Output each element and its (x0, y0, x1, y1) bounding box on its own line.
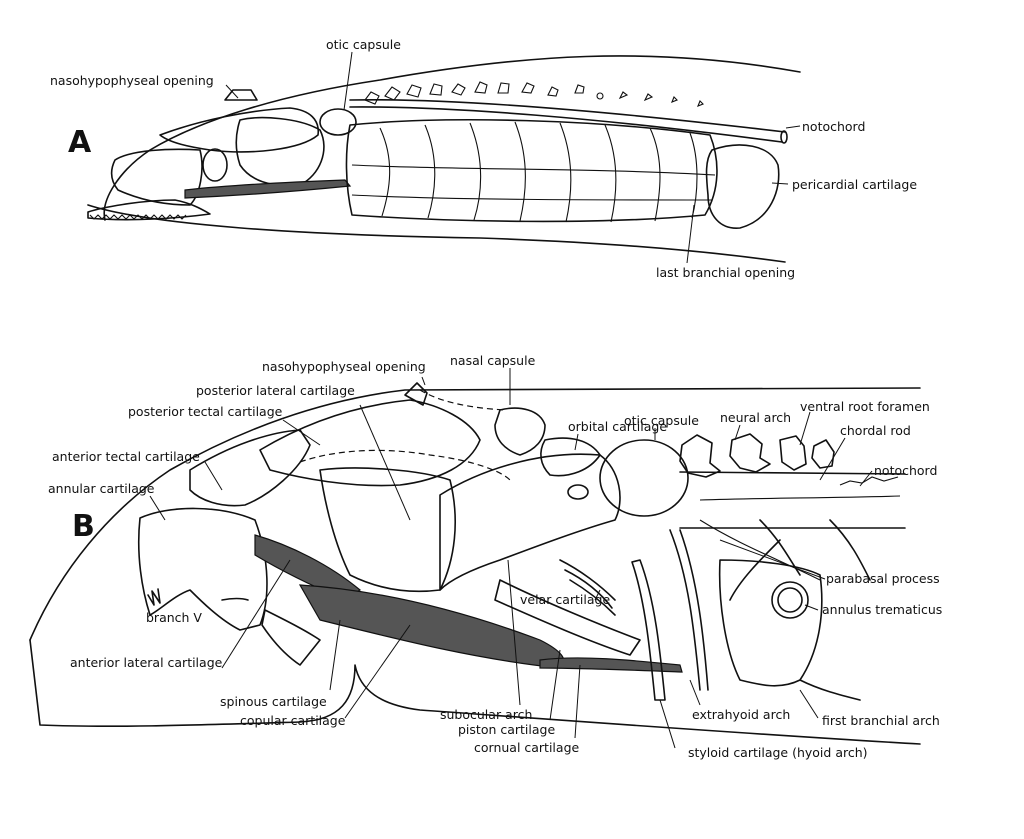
a-tectal-cartilages (159, 107, 319, 153)
b-label-branch-v: branch V (146, 610, 202, 625)
b-label-nasal-capsule: nasal capsule (450, 353, 536, 368)
b-copular-cartilage (298, 584, 565, 669)
b-branch-v (221, 597, 249, 601)
b-ventral-outline (29, 639, 921, 745)
b-annular-cartilage (137, 507, 268, 631)
a-ventral-outline (87, 204, 786, 263)
b-label-posterior-tectal-cartilage: posterior tectal cartilage (128, 404, 283, 419)
b-dashed-nasohyp (419, 389, 506, 411)
b-label-copular-cartilage: copular cartilage (240, 713, 346, 728)
b-posterior-lateral (319, 467, 456, 593)
b-cornual-cartilage (539, 657, 683, 673)
b-nasohypophyseal (404, 382, 428, 406)
b-label-styloid-cartilage: styloid cartilage (hyoid arch) (688, 745, 868, 760)
b-leader-lines (149, 368, 873, 749)
b-label-chordal-rod: chordal rod (840, 423, 911, 438)
a-nasohypophyseal (224, 89, 258, 101)
b-posterior-tectal (259, 399, 481, 487)
a-label-notochord: notochord (802, 119, 866, 134)
b-label-anterior-lateral-cartilage: anterior lateral cartilage (70, 655, 223, 670)
b-label-first-branchial-arch: first branchial arch (822, 713, 940, 728)
b-parabasal-process (699, 519, 821, 581)
a-lingual-bar (184, 179, 352, 199)
b-nasal-capsule (494, 407, 546, 456)
diagram-a (87, 51, 801, 264)
a-leader-pericardial (771, 182, 789, 185)
a-label-otic-capsule: otic capsule (326, 37, 401, 52)
b-subocular-arch (439, 453, 621, 591)
b-label-subocular-arch: subocular arch (440, 707, 533, 722)
b-spinous-cartilage (261, 609, 321, 666)
b-orbital-cartilage (540, 437, 601, 477)
b-label-extrahyoid-arch: extrahyoid arch (692, 707, 791, 722)
b-oral-teeth (147, 588, 161, 606)
b-head-outline (29, 387, 921, 641)
b-label-neural-arch: neural arch (720, 410, 792, 425)
a-lateral-ring (202, 148, 228, 182)
b-label-nasohypophyseal-opening: nasohypophyseal opening (262, 359, 426, 374)
a-teeth (89, 214, 187, 220)
a-branchial-basket (345, 118, 718, 223)
a-label-pericardial-cartilage: pericardial cartilage (792, 177, 918, 192)
panel-label-b: B (72, 509, 95, 544)
a-leader-nasohyp (225, 84, 239, 99)
b-label-velar-cartilage: velar cartilage (520, 592, 611, 607)
a-neural-arches (364, 81, 704, 107)
b-chordal-rod (699, 495, 901, 501)
a-leader-last-branchial (686, 204, 695, 264)
a-otic-capsule (319, 108, 357, 136)
b-orbit-hole (567, 484, 589, 500)
b-label-otic-capsule: otic capsule (624, 413, 699, 428)
b-piston-cartilage (494, 579, 641, 656)
b-label-notochord: notochord (874, 463, 938, 478)
a-label-nasohypophyseal-opening: nasohypophyseal opening (50, 73, 214, 88)
a-leader-notochord (785, 125, 801, 129)
b-label-piston-cartilage: piston cartilage (458, 722, 556, 737)
panel-label-a: A (68, 125, 92, 160)
a-pericardial-cartilage (705, 144, 780, 229)
b-label-anterior-tectal-cartilage: anterior tectal cartilage (52, 449, 200, 464)
b-label-posterior-lateral-cartilage: posterior lateral cartilage (196, 383, 355, 398)
b-label-cornual-cartilage: cornual cartilage (474, 740, 580, 755)
a-leader-otic (343, 51, 353, 111)
b-styloid-cartilage (631, 559, 666, 701)
b-otic-capsule (599, 439, 689, 517)
b-label-annular-cartilage: annular cartilage (48, 481, 155, 496)
b-label-ventral-root-foramen: ventral root foramen (800, 399, 930, 414)
b-label-spinous-cartilage: spinous cartilage (220, 694, 327, 709)
a-oral-hood (87, 199, 211, 221)
a-head-outline (103, 55, 801, 221)
a-notochord-end (780, 130, 788, 144)
b-first-branchial-arch (718, 559, 823, 687)
b-label-annulus-trematicus: annulus trematicus (822, 602, 943, 617)
b-annulus-trematicus (771, 581, 809, 619)
b-extrahyoid-arch (669, 529, 709, 691)
b-neural-arches (679, 433, 899, 486)
diagram-b (29, 368, 921, 749)
b-branchial-net (729, 519, 871, 701)
b-annulus-inner (777, 587, 803, 613)
b-anterior-tectal (189, 429, 311, 507)
b-label-orbital-cartilage: orbital cartilage (568, 419, 668, 434)
b-dashed-outline (299, 449, 511, 481)
b-label-parabasal-process: parabasal process (826, 571, 940, 586)
a-label-last-branchial-opening: last branchial opening (656, 265, 796, 280)
